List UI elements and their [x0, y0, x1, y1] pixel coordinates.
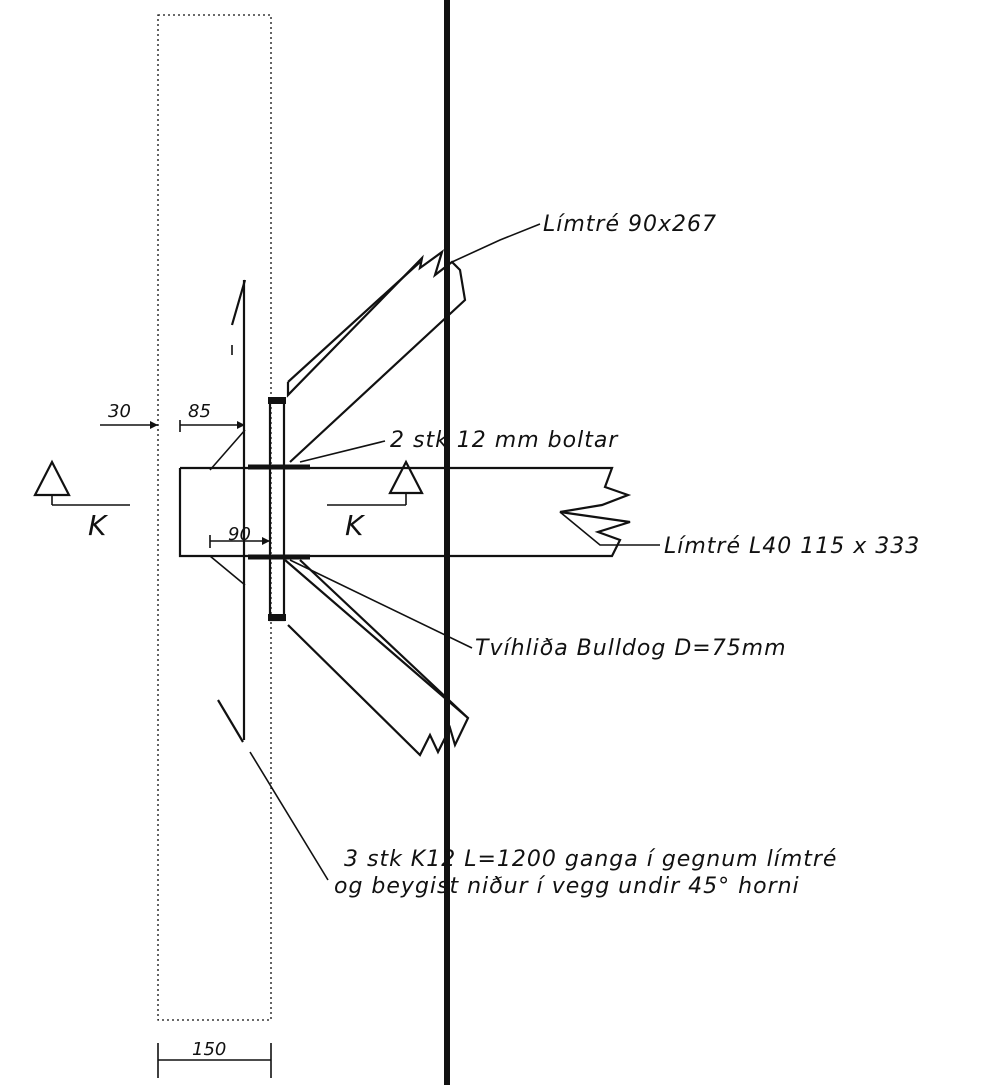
column-outline [157, 14, 272, 1021]
diagonal-beam-upper [286, 249, 467, 463]
label-bolts: 2 stk 12 mm boltar [390, 428, 619, 453]
dim-150: 150 [157, 1039, 272, 1078]
steel-plate [268, 397, 286, 622]
dim-90: 90 [209, 524, 270, 548]
label-rebar-line1: 3 stk K12 L=1200 ganga í gegnum límtré [344, 847, 837, 872]
leaders [249, 223, 660, 881]
section-marker-left: K [33, 459, 130, 542]
label-glulam-main: Límtré L40 115 x 333 [664, 534, 920, 559]
main-beam [178, 466, 632, 558]
dim-150-text: 150 [192, 1039, 226, 1060]
label-rebar-line2: og beygist niður í vegg undir 45° horni [334, 874, 800, 899]
label-bulldog: Tvíhliða Bulldog D=75mm [475, 636, 787, 661]
dim-30-text: 30 [108, 401, 131, 422]
dim-90-text: 90 [228, 524, 251, 545]
diagonal-beam-lower [284, 559, 470, 757]
dim-85-text: 85 [188, 401, 211, 422]
dim-30: 30 [100, 401, 158, 429]
section-marker-right: K [327, 459, 424, 542]
rebar [209, 279, 247, 743]
section-left-label: K [88, 509, 109, 542]
label-glulam-diagonal: Límtré 90x267 [543, 212, 717, 237]
bolts [248, 464, 310, 560]
dim-85: 85 [179, 401, 245, 432]
section-right-label: K [345, 509, 366, 542]
